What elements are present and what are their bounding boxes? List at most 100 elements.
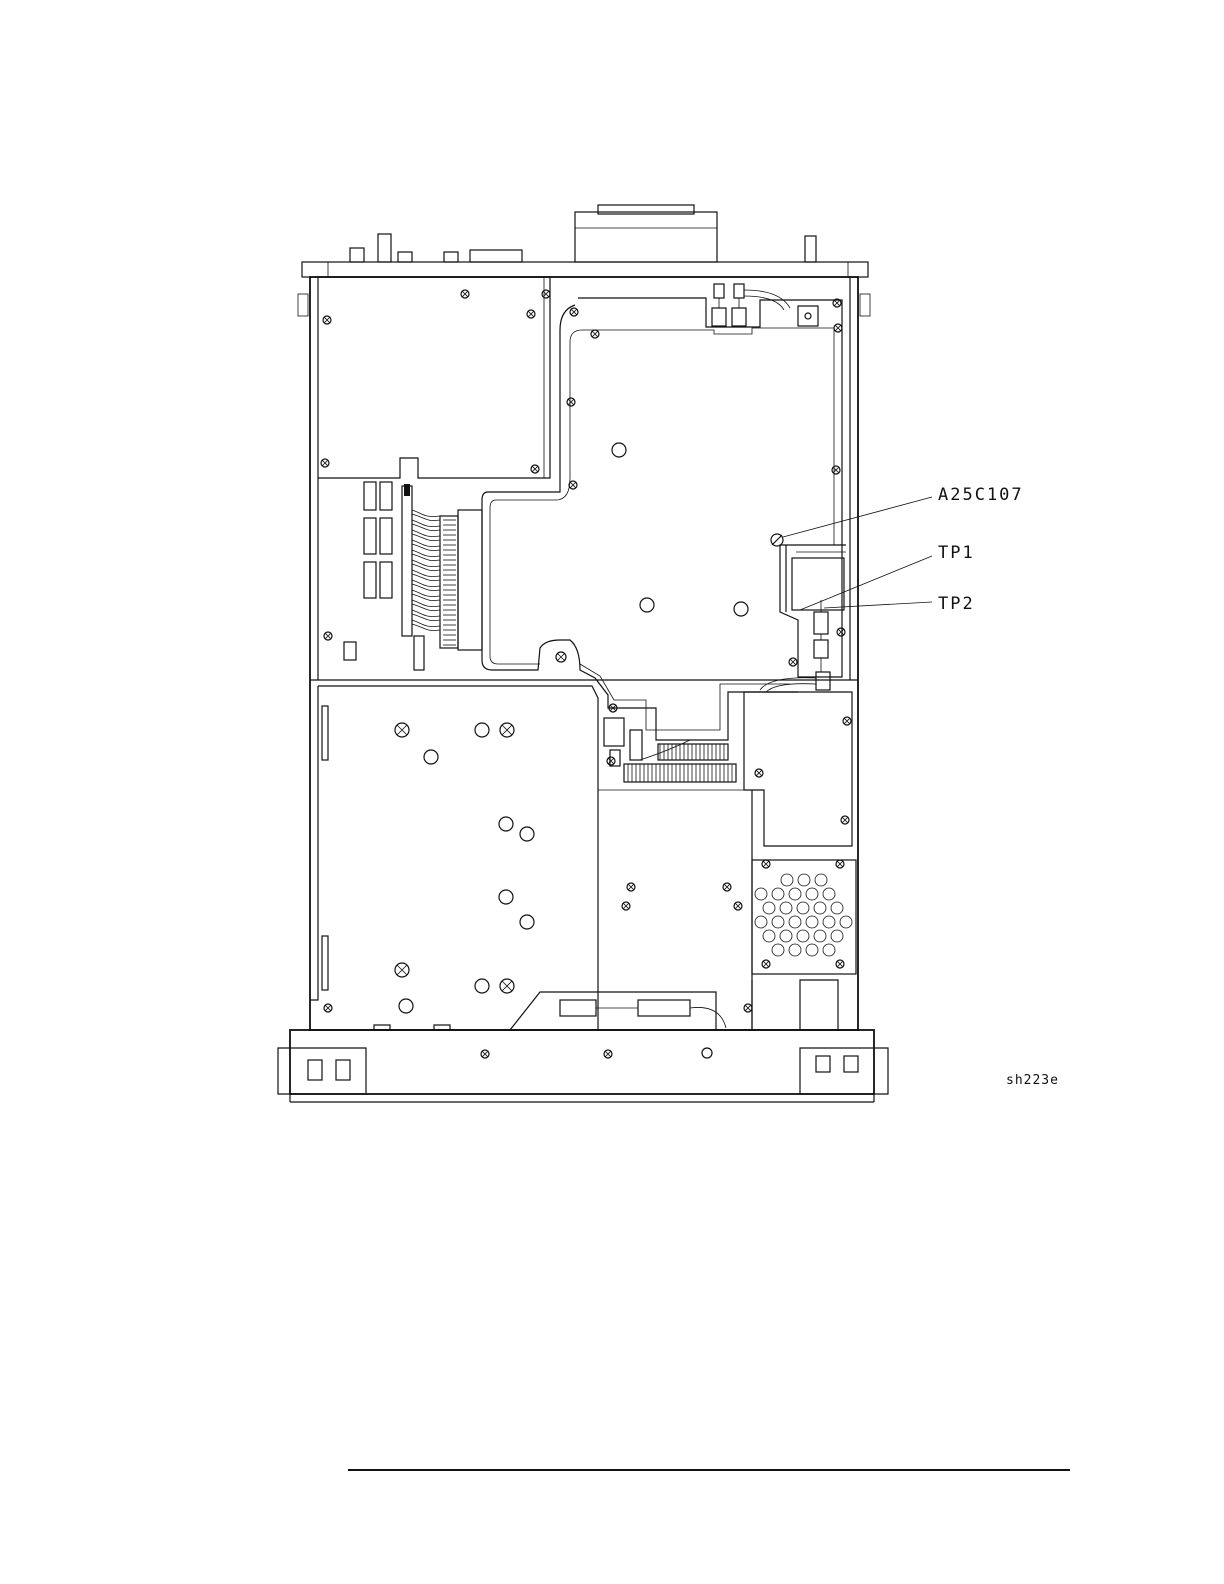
fan-vent-hole	[797, 902, 809, 914]
fan-vent-hole	[831, 902, 843, 914]
fan-vent-hole	[806, 888, 818, 900]
fan-vent-hole	[815, 874, 827, 886]
mounting-hole	[702, 1048, 712, 1058]
screw-icon	[841, 816, 849, 824]
ribbon-wire	[412, 584, 440, 591]
screw-icon	[500, 979, 514, 993]
ribbon-wire	[412, 534, 440, 541]
heatsink-top	[658, 744, 728, 760]
fan-vent-hole	[823, 944, 835, 956]
callout-tp2-label: TP2	[938, 594, 975, 614]
ribbon-wire	[412, 544, 440, 551]
fan-vent-hole	[789, 916, 801, 928]
screw-icon	[762, 960, 770, 968]
rear-panel	[302, 262, 868, 277]
heatsink-region	[604, 718, 736, 782]
fan-vent-hole	[840, 916, 852, 928]
ribbon-wire	[412, 594, 440, 601]
ribbon-connector	[344, 482, 482, 670]
screw-icon	[527, 310, 535, 318]
fan-vent-hole	[789, 888, 801, 900]
screw-icon	[500, 723, 514, 737]
screw-icon	[834, 324, 842, 332]
screw-icon	[734, 902, 742, 910]
ribbon-wire	[412, 524, 440, 531]
callout-a25c107-label: A25C107	[938, 485, 1024, 505]
screw-icon	[723, 883, 731, 891]
fan-vent-hole	[814, 930, 826, 942]
fan-vent-hole	[823, 916, 835, 928]
fan-vent-hole	[823, 888, 835, 900]
fan-vent-hole	[772, 916, 784, 928]
fan-vent-hole	[806, 916, 818, 928]
fan-vent-hole	[763, 930, 775, 942]
screw-icon	[622, 902, 630, 910]
screw-icon	[461, 290, 469, 298]
screw-icon	[481, 1050, 489, 1058]
screw-icon	[531, 465, 539, 473]
screw-icon	[755, 769, 763, 777]
screw-icon	[321, 459, 329, 467]
screw-icon	[744, 1004, 752, 1012]
mounting-hole	[520, 827, 534, 841]
mounting-hole	[734, 602, 748, 616]
screw-icon	[836, 860, 844, 868]
screw-icon	[567, 398, 575, 406]
fan-vent-hole	[780, 902, 792, 914]
ribbon-wire	[412, 604, 440, 611]
screw-icon	[395, 723, 409, 737]
screw-icon	[395, 963, 409, 977]
screw-icon	[542, 290, 550, 298]
fan-vent-hole	[831, 930, 843, 942]
mounting-hole	[399, 999, 413, 1013]
rf-assembly-cover	[482, 298, 846, 740]
mounting-hole	[475, 979, 489, 993]
mounting-hole	[640, 598, 654, 612]
fan-vent-hole	[814, 902, 826, 914]
screw-icon	[570, 308, 578, 316]
screw-icon	[832, 466, 840, 474]
ribbon-wire	[412, 614, 440, 621]
screw-icon	[843, 717, 851, 725]
a25c107-component	[771, 534, 783, 546]
screw-icon	[556, 652, 566, 662]
ribbon-wire	[412, 554, 440, 561]
screw-icon	[762, 860, 770, 868]
fan-vent-hole	[789, 944, 801, 956]
upper-left-cover	[318, 277, 550, 478]
fan-vent-hole	[798, 874, 810, 886]
power-supply-cover	[310, 686, 752, 1030]
screw-icon	[323, 316, 331, 324]
mounting-hole	[612, 443, 626, 457]
screw-icon	[837, 628, 845, 636]
front-panel	[278, 1030, 888, 1102]
fan-vent-hole	[755, 916, 767, 928]
screw-icon	[836, 960, 844, 968]
screw-icon	[607, 757, 615, 765]
rear-connectors	[350, 205, 816, 262]
fan-vent-hole	[772, 944, 784, 956]
mounting-hole	[475, 723, 489, 737]
screw-icon	[604, 1050, 612, 1058]
figure-id-label: sh223e	[1006, 1073, 1059, 1088]
ribbon-wire	[412, 514, 440, 521]
mounting-hole	[520, 915, 534, 929]
ribbon-wire	[412, 564, 440, 571]
top-coax	[712, 284, 818, 326]
screw-icon	[591, 330, 599, 338]
fan-vent-hole	[797, 930, 809, 942]
tp-coax-chain	[760, 600, 830, 692]
screw-icon	[324, 1004, 332, 1012]
mounting-hole	[499, 890, 513, 904]
fan-vent-hole	[781, 874, 793, 886]
ribbon-wire	[412, 574, 440, 581]
screw-icon	[569, 481, 577, 489]
fan-vent-hole	[755, 888, 767, 900]
mounting-hole	[499, 817, 513, 831]
fan-grille	[752, 860, 856, 1030]
screw-icon	[789, 658, 797, 666]
screws	[321, 290, 851, 1058]
lower-center-module	[510, 790, 752, 1030]
